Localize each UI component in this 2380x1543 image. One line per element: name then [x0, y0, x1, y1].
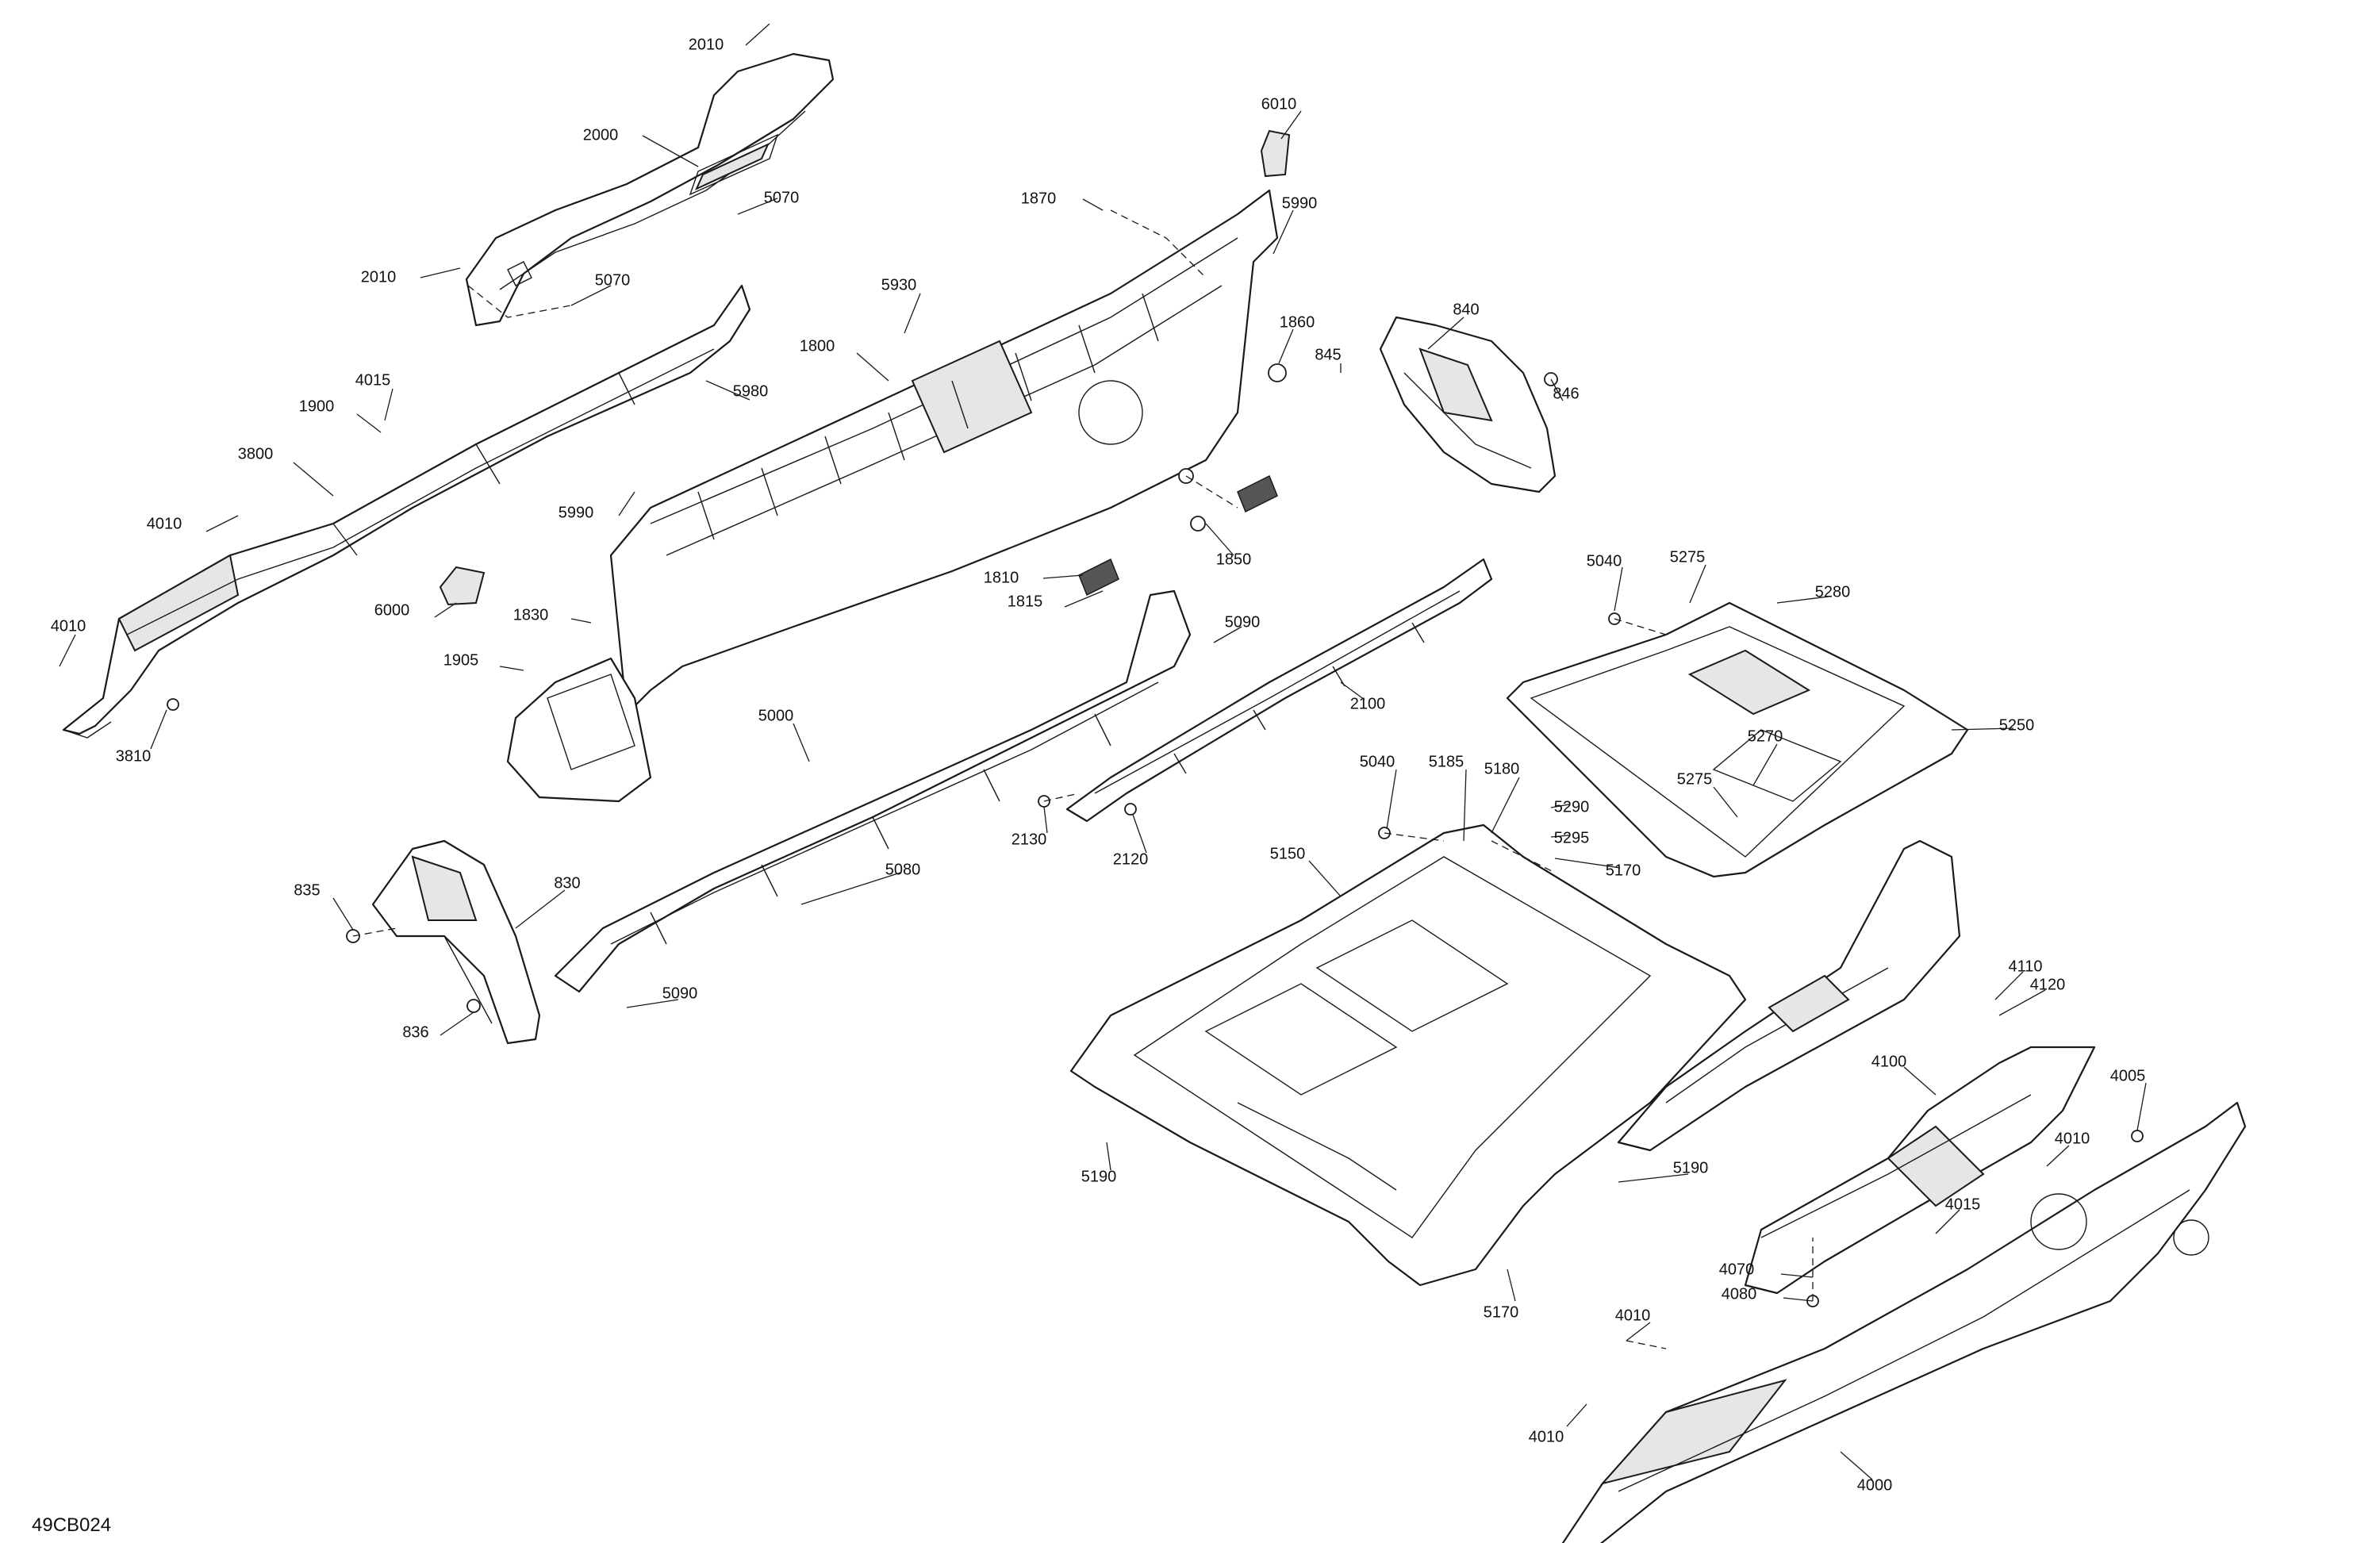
callout-840: 840: [1453, 301, 1479, 318]
grommet-1860: [1268, 363, 1287, 382]
callout-5070: 5070: [764, 189, 800, 206]
callout-845: 845: [1315, 346, 1341, 363]
left-fender-bracket: [371, 839, 541, 1045]
callout-2120: 2120: [1113, 850, 1149, 868]
module-1850: [1237, 474, 1278, 513]
callout-1850: 1850: [1216, 551, 1252, 568]
callout-3800: 3800: [238, 445, 274, 463]
callout-5150: 5150: [1270, 845, 1306, 862]
left-side-rail: [62, 284, 751, 739]
callout-2100: 2100: [1350, 695, 1386, 712]
callout-2130: 2130: [1012, 831, 1047, 848]
center-sill-rail: [1065, 558, 1493, 823]
callout-1830: 1830: [513, 606, 549, 624]
callout-5275: 5275: [1670, 548, 1706, 566]
callout-2010: 2010: [689, 36, 724, 53]
right-side-rail: [1561, 1101, 2247, 1543]
callout-5040: 5040: [1587, 552, 1622, 570]
callout-4015: 4015: [1945, 1196, 1981, 1213]
callout-1815: 1815: [1008, 593, 1043, 610]
callout-4120: 4120: [2030, 976, 2066, 993]
assembly-lines: [352, 209, 1814, 1349]
callout-5270: 5270: [1748, 727, 1783, 745]
callout-835: 835: [294, 881, 320, 899]
callout-5090: 5090: [662, 985, 698, 1002]
callout-5275: 5275: [1677, 770, 1713, 788]
callout-5090: 5090: [1225, 613, 1261, 631]
callout-836: 836: [402, 1023, 428, 1041]
callout-5980: 5980: [733, 382, 769, 400]
clip-3810: [167, 698, 179, 711]
callout-5990: 5990: [559, 504, 594, 521]
module-1810: [1078, 558, 1119, 597]
callout-4100: 4100: [1871, 1053, 1907, 1070]
right-fender-bracket: [1379, 316, 1557, 493]
clip-836: [466, 999, 481, 1013]
upper-trim-panel: [465, 52, 835, 327]
center-frame-panel: [506, 189, 1279, 803]
callout-1800: 1800: [800, 337, 835, 355]
callout-5280: 5280: [1815, 583, 1851, 601]
callout-5080: 5080: [885, 861, 921, 878]
callout-2000: 2000: [583, 126, 619, 144]
callout-4080: 4080: [1722, 1285, 1757, 1303]
callout-5180: 5180: [1484, 760, 1520, 777]
callout-5990: 5990: [1282, 194, 1318, 212]
callout-5000: 5000: [758, 707, 794, 724]
main-floor-panel: [1069, 823, 1747, 1287]
callout-5930: 5930: [881, 276, 917, 294]
callout-4010: 4010: [147, 515, 182, 532]
callout-5170: 5170: [1606, 862, 1641, 879]
callout-846: 846: [1553, 385, 1579, 402]
clip-4005: [2131, 1130, 2144, 1142]
callout-4010: 4010: [1529, 1428, 1564, 1445]
callout-1810: 1810: [984, 569, 1019, 586]
callout-4015: 4015: [355, 371, 391, 389]
floor-side-extension: [1617, 839, 1961, 1152]
callout-5190: 5190: [1081, 1168, 1117, 1185]
callout-4005: 4005: [2110, 1067, 2146, 1084]
callout-4010: 4010: [51, 617, 86, 635]
callout-3810: 3810: [116, 747, 152, 765]
callout-4010: 4010: [1615, 1307, 1651, 1324]
callout-1905: 1905: [443, 651, 479, 669]
callout-5170: 5170: [1484, 1303, 1519, 1321]
right-console: [1744, 1046, 2096, 1295]
callout-4070: 4070: [1719, 1261, 1755, 1278]
callout-5295: 5295: [1554, 829, 1590, 846]
rear-floor-panel: [1506, 601, 1969, 878]
callout-1860: 1860: [1280, 313, 1315, 331]
center-sill: [554, 589, 1192, 993]
callout-5040: 5040: [1360, 753, 1395, 770]
callout-5290: 5290: [1554, 798, 1590, 816]
callout-6010: 6010: [1261, 95, 1297, 113]
callout-1900: 1900: [299, 397, 335, 415]
callout-5070: 5070: [595, 271, 631, 289]
grommet-1850-b: [1190, 516, 1206, 532]
leader-lines: [59, 23, 2147, 1480]
drawing-id: 49CB024: [32, 1514, 111, 1536]
callout-1870: 1870: [1021, 190, 1057, 207]
callout-830: 830: [554, 874, 580, 892]
small-parts: [167, 129, 2144, 1307]
vent-6010: [1260, 129, 1291, 178]
washer-2120: [1124, 803, 1137, 816]
callout-4010: 4010: [2055, 1130, 2090, 1147]
callout-4110: 4110: [2008, 958, 2042, 975]
vent-6000: [439, 566, 486, 606]
callout-5185: 5185: [1429, 753, 1464, 770]
callout-6000: 6000: [374, 601, 410, 619]
callout-2010: 2010: [361, 268, 397, 286]
callout-labels: 2010 2000 5070 2010 5070 6010 1870 5990 5930 1860…: [51, 36, 2146, 1494]
callout-5250: 5250: [1999, 716, 2035, 734]
callout-4000: 4000: [1857, 1476, 1893, 1494]
callout-5190: 5190: [1673, 1159, 1709, 1176]
